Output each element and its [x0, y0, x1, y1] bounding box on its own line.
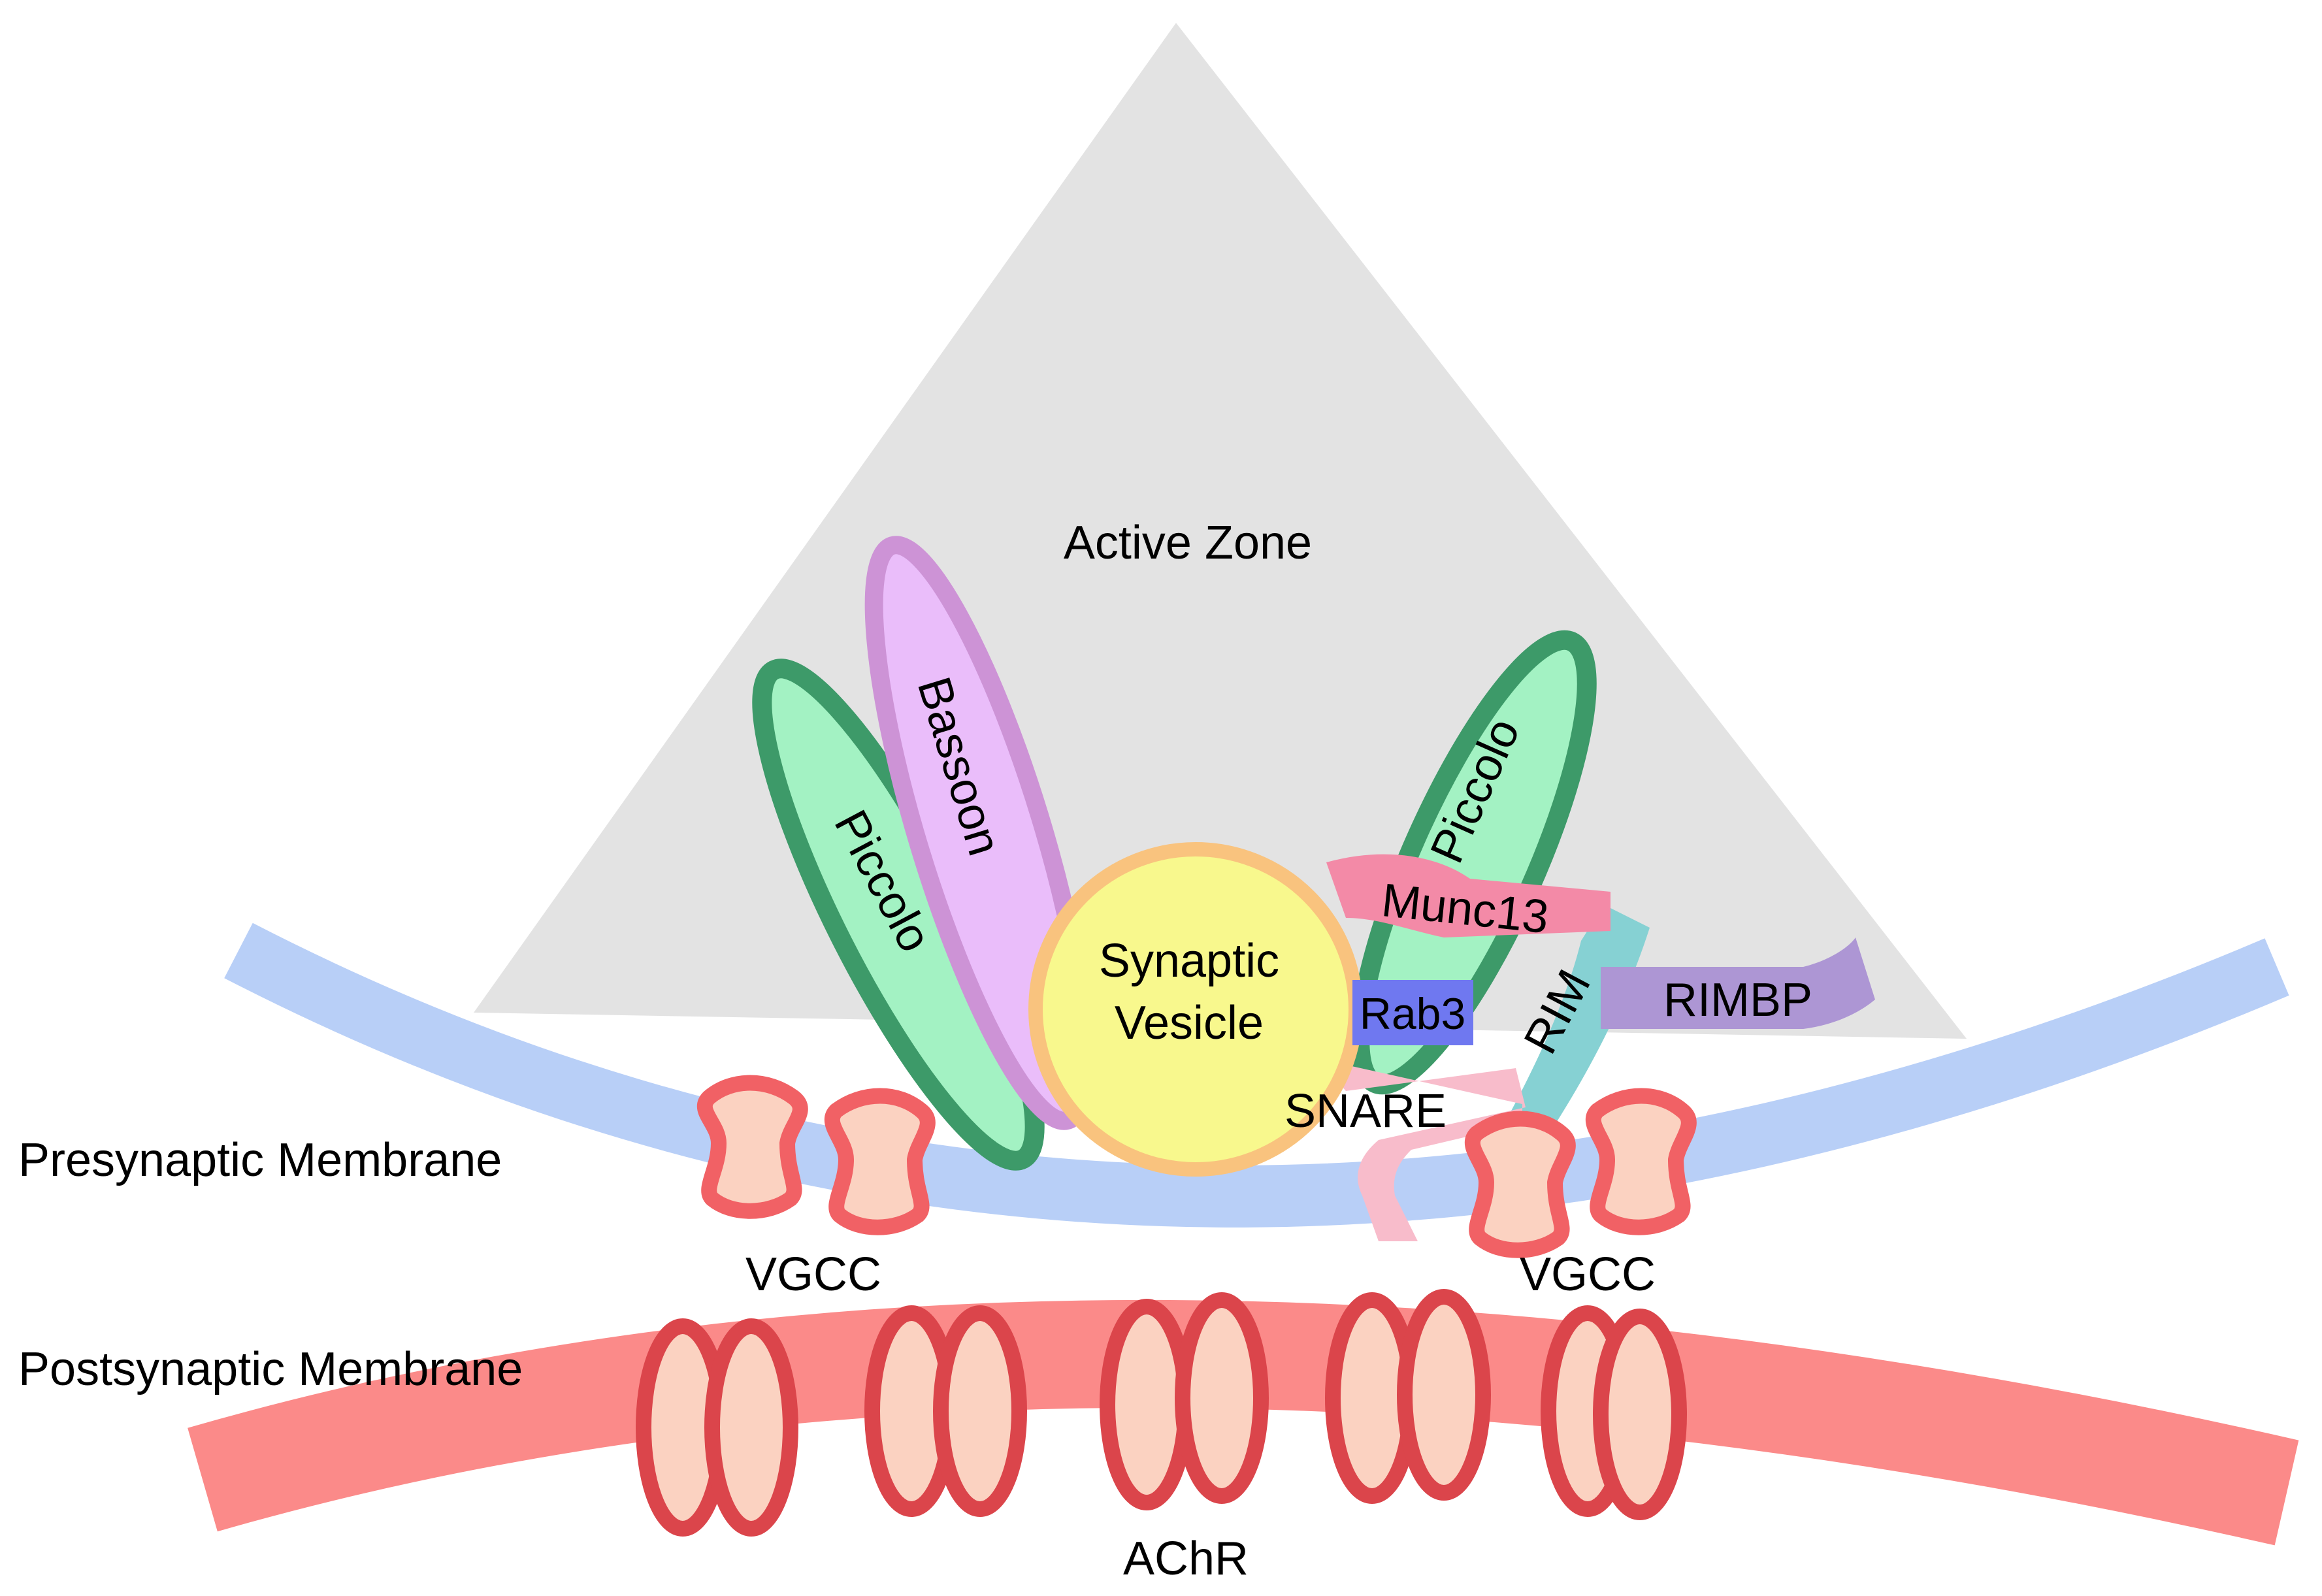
- vgcc-label-left: VGCC: [745, 1248, 881, 1301]
- snare-label: SNARE: [1284, 1085, 1447, 1137]
- munc13-protein: [1326, 854, 1611, 937]
- postsynaptic-membrane-label: Postsynaptic Membrane: [18, 1343, 523, 1395]
- rimbp-label: RIMBP: [1663, 974, 1812, 1026]
- vesicle-label-line2: Vesicle: [1115, 997, 1264, 1049]
- snare-complex: [1316, 1058, 1526, 1241]
- vesicle-label-line1: Synaptic: [1099, 935, 1279, 987]
- vgcc-channel-2: [825, 1088, 936, 1235]
- presynaptic-membrane-label: Presynaptic Membrane: [18, 1134, 502, 1186]
- vgcc-channel-4: [1586, 1088, 1697, 1235]
- rab3-label: Rab3: [1360, 989, 1466, 1039]
- vgcc-channel-3: [1465, 1111, 1576, 1258]
- vgcc-channel-1: [696, 1075, 808, 1219]
- active-zone-label: Active Zone: [1064, 517, 1312, 569]
- rimbp-protein: [1601, 937, 1875, 1029]
- rab3-protein: [1352, 980, 1473, 1045]
- presynaptic-membrane: [224, 922, 2289, 1228]
- achr-label: AChR: [1123, 1533, 1249, 1585]
- vgcc-label-right: VGCC: [1520, 1248, 1656, 1301]
- achr-receptor-5: [1541, 1305, 1687, 1520]
- achr-receptor-1: [636, 1318, 798, 1537]
- achr-receptor-3: [1100, 1292, 1269, 1510]
- achr-receptor-4: [1325, 1289, 1491, 1504]
- achr-receptor-2: [864, 1305, 1027, 1517]
